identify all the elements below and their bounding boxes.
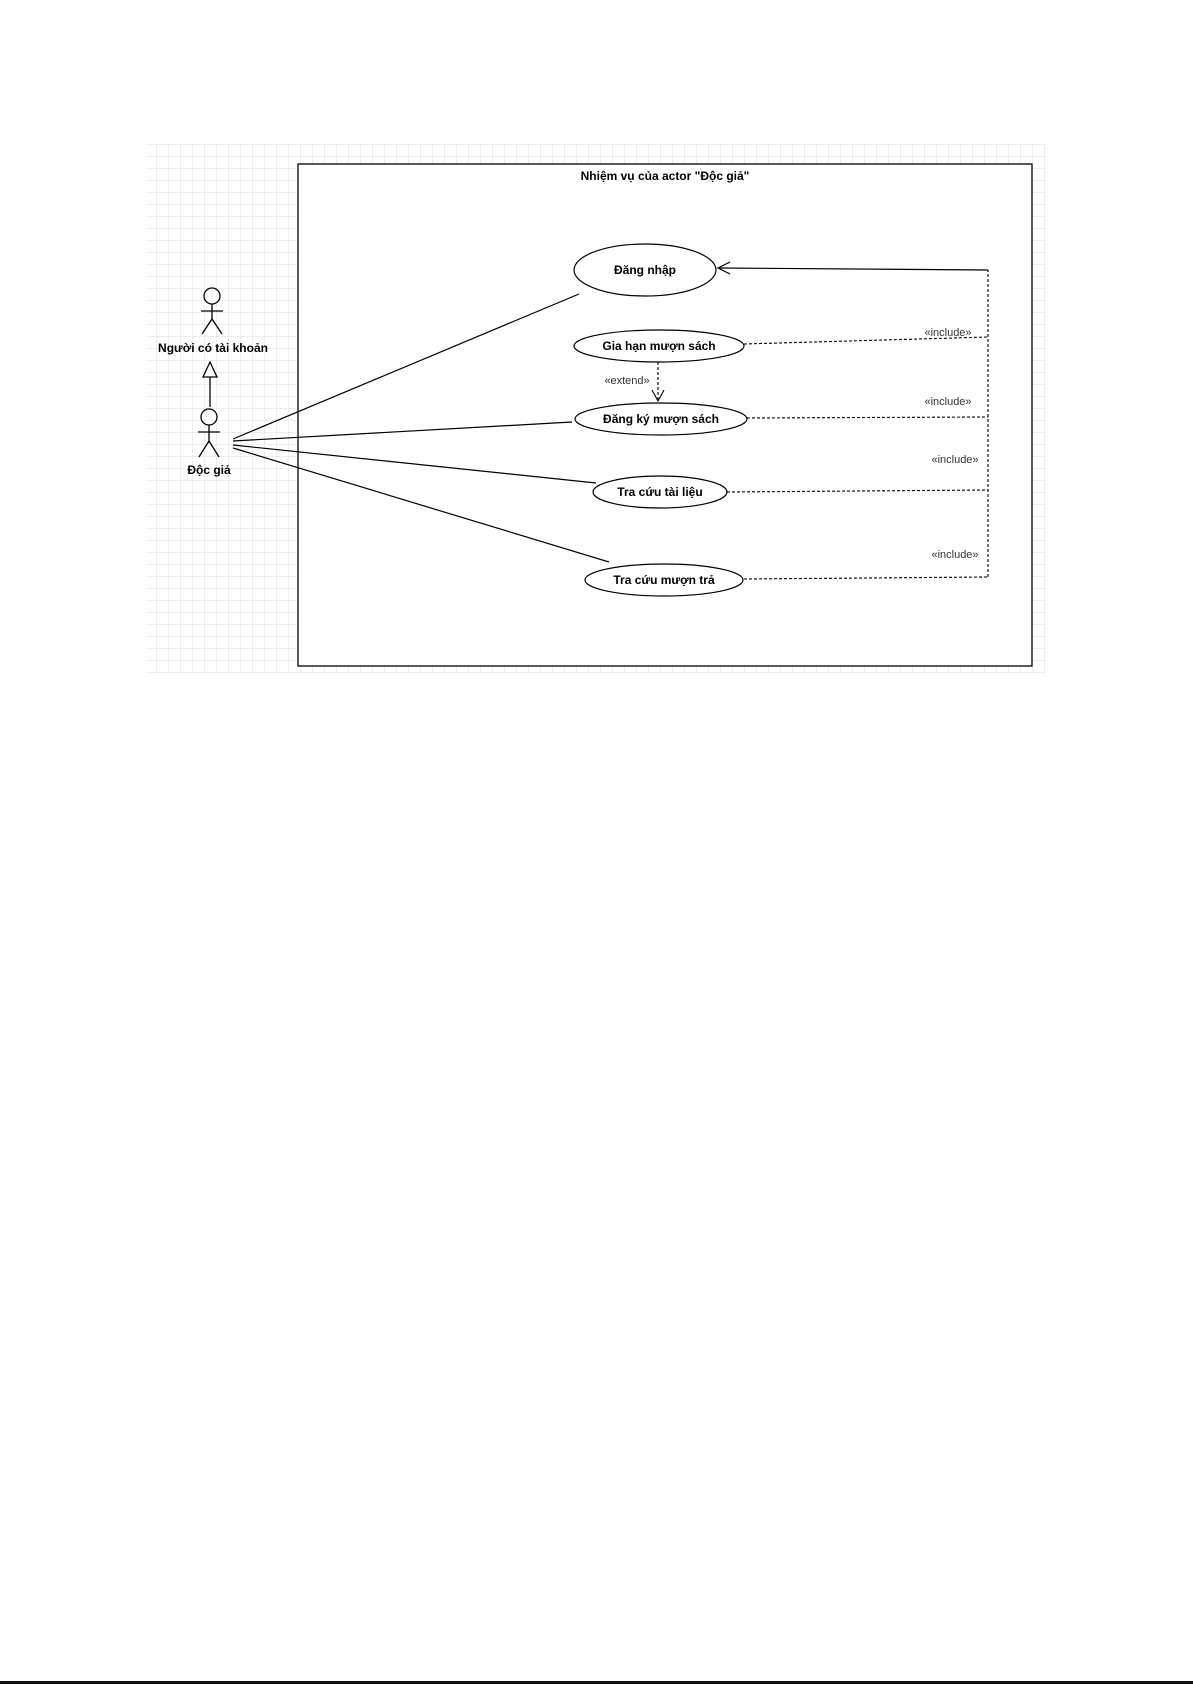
usecase-login: Đăng nhập	[574, 244, 716, 296]
usecase-login-label: Đăng nhập	[614, 263, 676, 277]
actor-reader-label: Độc giả	[187, 463, 231, 477]
usecase-register-borrow: Đăng ký mượn sách	[575, 403, 747, 435]
usecase-search-borrow: Tra cứu mượn trả	[585, 564, 743, 596]
include-label-4: «include»	[931, 549, 978, 561]
include-label-2: «include»	[924, 396, 971, 408]
page-footer-rule	[0, 1681, 1193, 1684]
usecase-renew-label: Gia hạn mượn sách	[602, 339, 715, 353]
extend-label: «extend»	[604, 375, 649, 387]
usecase-register-borrow-label: Đăng ký mượn sách	[603, 412, 719, 426]
include-label-1: «include»	[924, 327, 971, 339]
usecase-search-borrow-label: Tra cứu mượn trả	[613, 573, 715, 587]
usecase-search-docs-label: Tra cứu tài liệu	[617, 485, 702, 499]
usecase-renew: Gia hạn mượn sách	[574, 330, 744, 362]
usecase-search-docs: Tra cứu tài liệu	[593, 476, 727, 508]
include-label-3: «include»	[931, 454, 978, 466]
boundary-title: Nhiệm vụ của actor "Độc giả"	[581, 169, 750, 183]
actor-account-holder-label: Người có tài khoản	[158, 341, 268, 355]
